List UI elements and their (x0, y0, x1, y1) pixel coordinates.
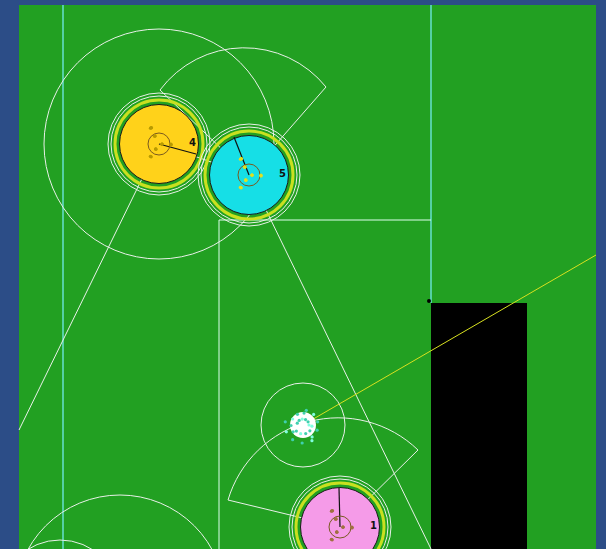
robot-marks (119, 104, 199, 184)
goal-block (431, 303, 527, 549)
ball-trajectory (303, 255, 596, 425)
robot-marks (300, 487, 380, 549)
robot-id: 4 (189, 138, 196, 148)
marker-dot (427, 299, 431, 303)
robot-id: 5 (279, 169, 286, 179)
vision-lines (0, 29, 431, 549)
robot-circle: 1 (300, 487, 380, 549)
ball-particles (284, 409, 320, 445)
robot-circle: 4 (119, 104, 199, 184)
robot-marks (209, 135, 289, 215)
field-line (62, 5, 64, 549)
field-line (430, 5, 432, 303)
field-ground (19, 5, 596, 549)
robot-rings (108, 93, 391, 549)
robot-circle: 5 (209, 135, 289, 215)
robot-id: 1 (370, 521, 377, 531)
ball (290, 412, 316, 438)
